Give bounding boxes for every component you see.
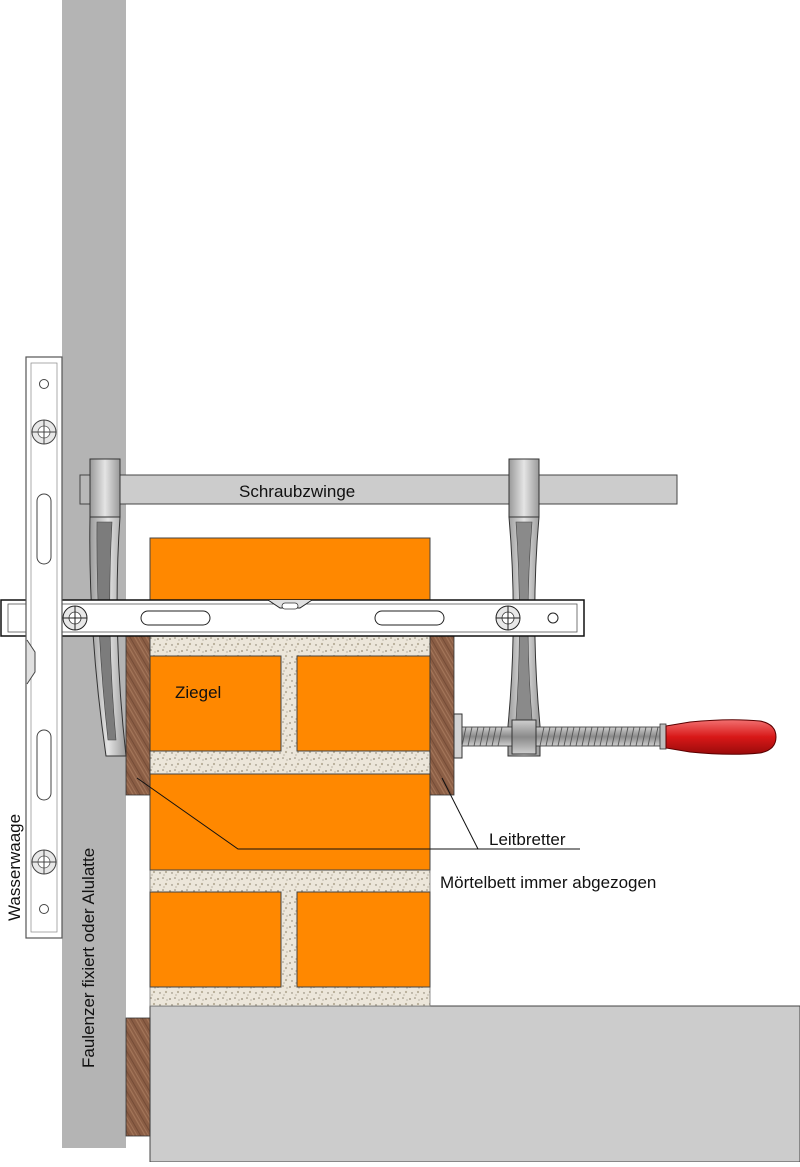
clamp-fixed-jaw-head (89, 458, 121, 518)
round-vial-right (495, 605, 521, 631)
round-vial-left (62, 605, 88, 631)
clamp-pressure-plate (453, 713, 463, 759)
clamp-ferrule (659, 723, 667, 750)
v-round-vial-bottom (31, 849, 57, 875)
brick-row1-right (296, 655, 431, 752)
guide-board-left (125, 635, 151, 796)
level-v-body (25, 356, 63, 939)
label-brick: Ziegel (175, 683, 221, 702)
label-level: Wasserwaage (5, 814, 24, 921)
clamp-movable-jaw-head (508, 458, 540, 518)
brick-row3-left (149, 891, 282, 988)
clamp-handle[interactable] (665, 719, 777, 755)
label-guide-boards: Leitbretter (489, 830, 566, 849)
brick-row2 (149, 773, 431, 871)
spindle-thread (461, 726, 659, 747)
spirit-level-icon (25, 356, 63, 939)
clamp-rail-stop (79, 474, 92, 505)
label-mortar-bed: Mörtelbett immer abgezogen (440, 873, 656, 892)
concrete-slab (149, 1005, 800, 1163)
label-batten: Faulenzer fixiert oder Alulatte (79, 848, 98, 1068)
label-clamp: Schraubzwinge (239, 482, 355, 501)
screw-clamp-icon (79, 458, 777, 759)
v-round-vial-top (31, 419, 57, 445)
guide-board-bottom (125, 1017, 151, 1137)
leader-guide-boards-left (136, 777, 580, 850)
leader-guide-boards-right (441, 777, 479, 850)
clamp-nut (511, 719, 537, 755)
brick-row3-right (296, 891, 431, 988)
clamp-rail (79, 474, 678, 505)
spirit-level-horizontal (0, 599, 585, 637)
guide-board-right (429, 635, 455, 796)
brick-row1-left (149, 655, 282, 752)
